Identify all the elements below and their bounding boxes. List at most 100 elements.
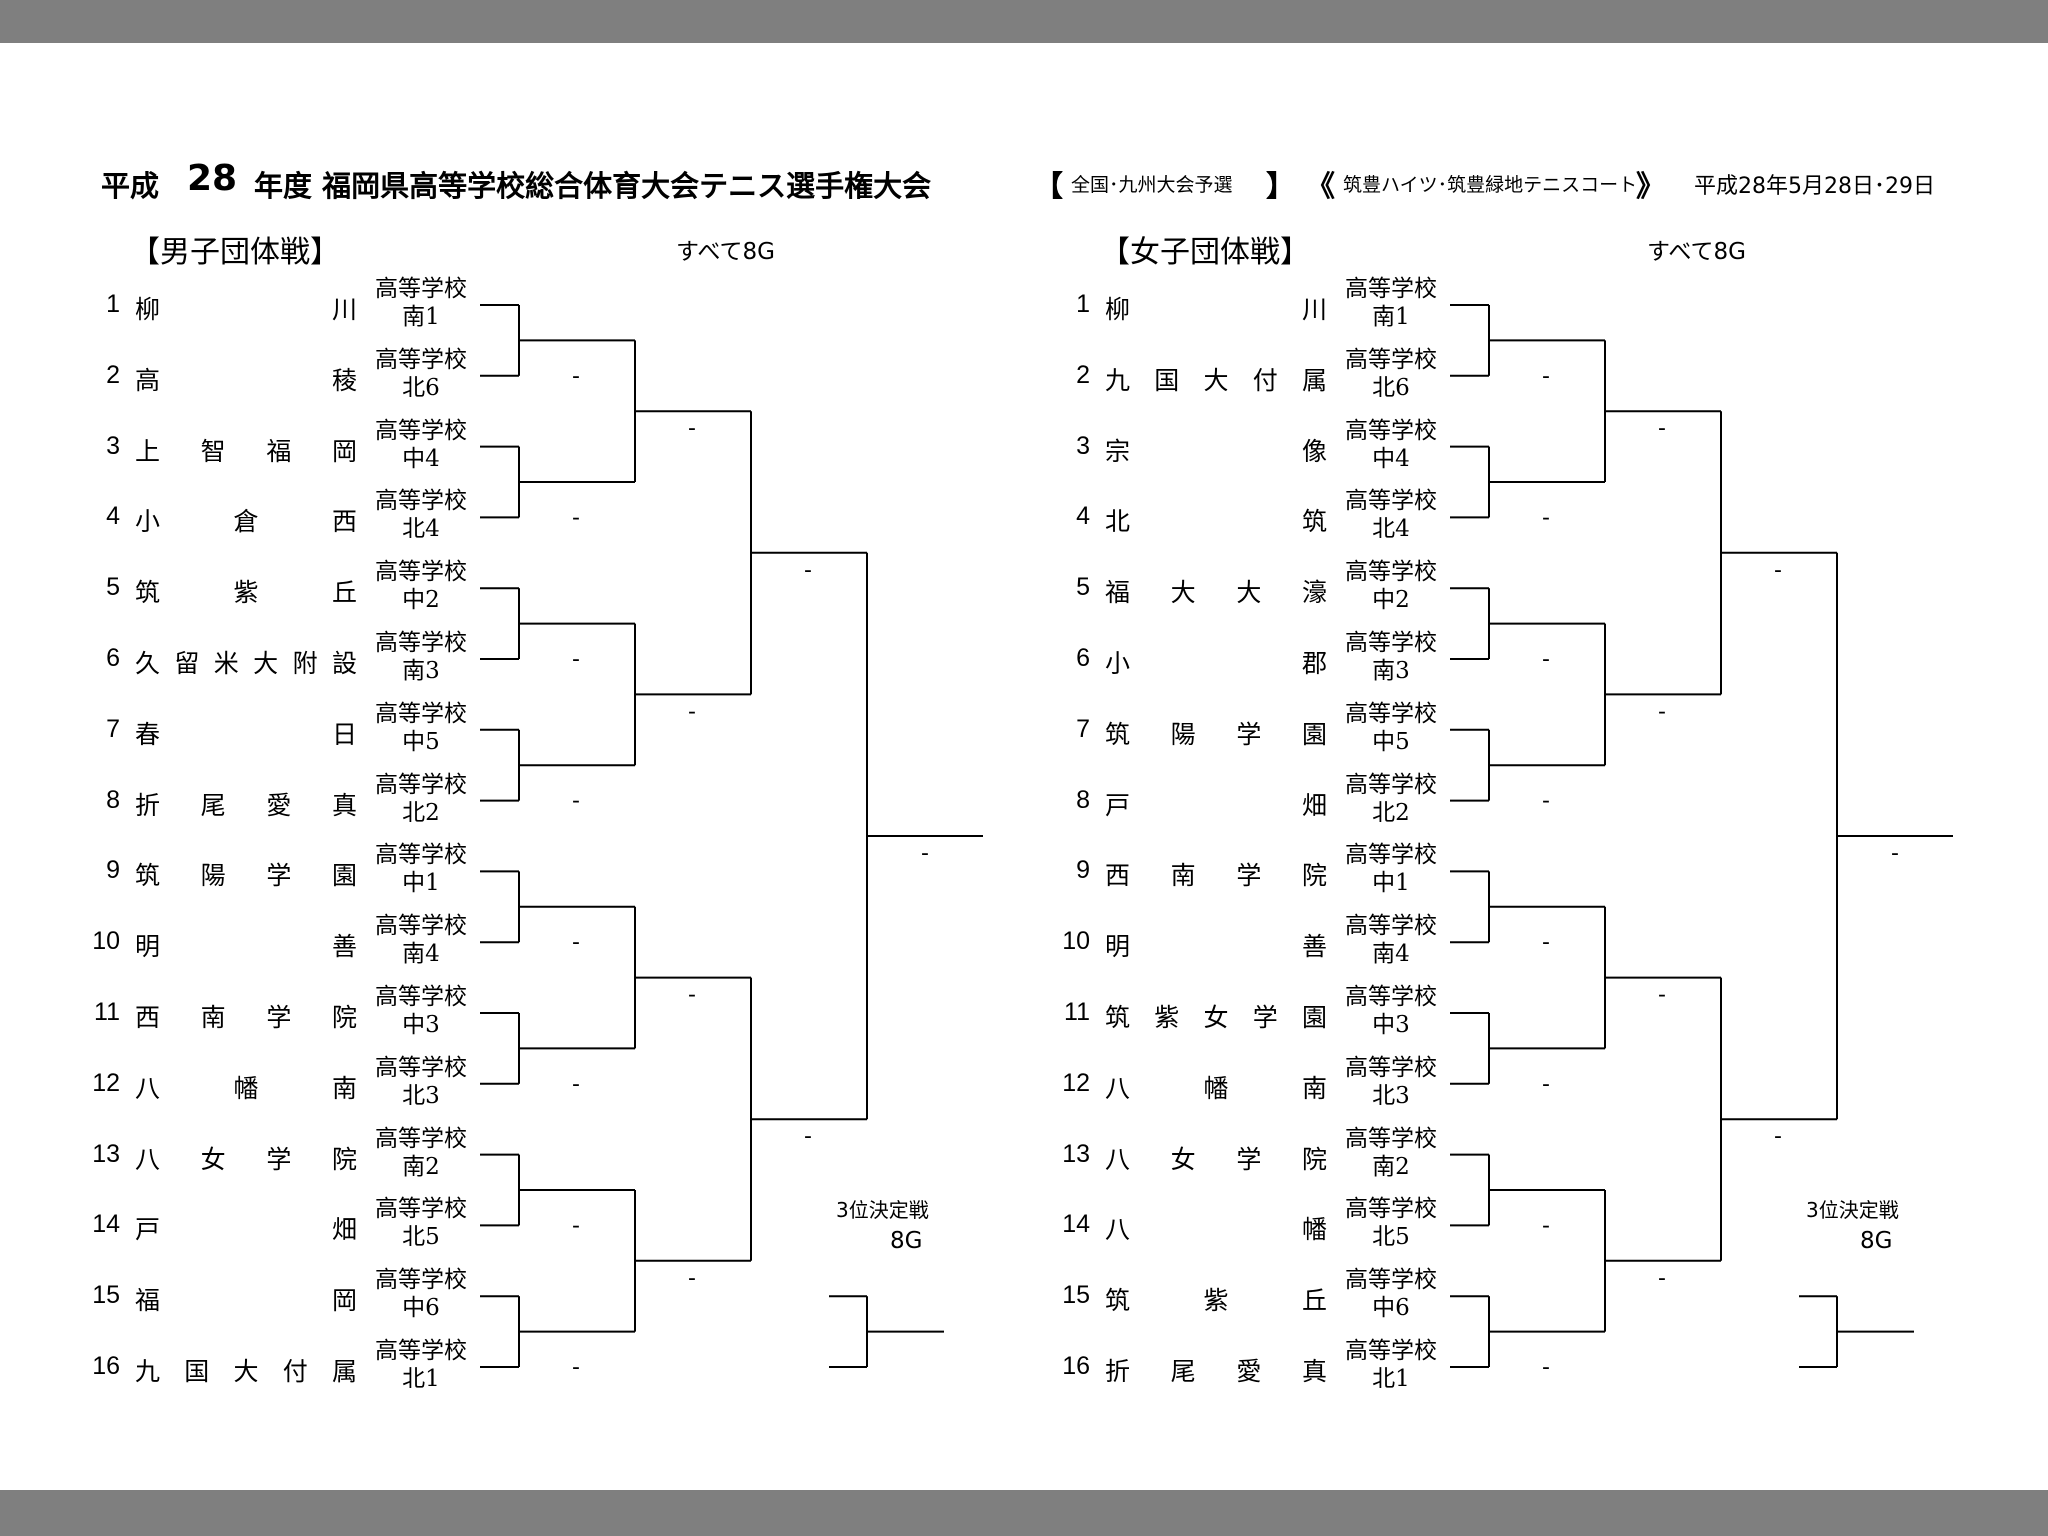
boys-score-r3: -	[804, 558, 812, 583]
school-region: 北6	[402, 374, 440, 401]
school-type: 高等学校	[375, 346, 467, 373]
girls-team-name: 九国大付属	[1105, 361, 1327, 397]
team-name-char: 福	[266, 436, 292, 466]
school-region: 中3	[402, 1012, 440, 1038]
team-name-char: 幡	[233, 1073, 259, 1103]
boys-team-school: 高等学校中2	[366, 558, 476, 614]
girls-team-number: 1	[1076, 290, 1090, 318]
girls-score-r1: -	[1542, 1072, 1550, 1097]
girls-team-name: 八女学院	[1105, 1140, 1327, 1176]
header-title: 年度 福岡県高等学校総合体育大会テニス選手権大会	[254, 169, 932, 203]
school-type: 高等学校	[1345, 913, 1437, 940]
team-name-char: 女	[1170, 1144, 1196, 1174]
boys-team-number: 4	[106, 502, 120, 531]
girls-team-school: 高等学校南2	[1336, 1125, 1446, 1181]
team-name-char: 女	[1203, 1003, 1229, 1032]
team-name-char: 学	[266, 1003, 292, 1032]
girls-team-school: 高等学校南1	[1336, 275, 1446, 331]
girls-team-name: 折尾愛真	[1105, 1352, 1327, 1388]
school-region: 南2	[1372, 1153, 1410, 1180]
team-name-char: 幡	[1301, 1215, 1327, 1245]
girls-team-number: 6	[1076, 644, 1090, 672]
boys-team-name: 九国大付属	[135, 1352, 357, 1388]
header-venue-close: 》	[1636, 169, 1666, 203]
header-qualifier: 全国･九州大会予選	[1071, 174, 1233, 196]
boys-team-number: 7	[106, 714, 120, 743]
school-region: 北5	[1372, 1224, 1410, 1251]
team-name-char: 稜	[331, 365, 357, 395]
team-name-char: 小	[1105, 649, 1131, 678]
boys-team-number: 2	[106, 360, 120, 389]
school-type: 高等学校	[1345, 488, 1437, 515]
boys-team-number: 11	[94, 998, 120, 1026]
team-name-char: 九	[135, 1357, 161, 1386]
boys-score-r2: -	[688, 699, 696, 724]
girls-team-number: 11	[1064, 998, 1090, 1026]
team-name-char: 八	[135, 1073, 161, 1103]
team-name-char: 像	[1301, 436, 1327, 466]
team-name-char: 幡	[1203, 1073, 1229, 1103]
boys-score-final: -	[921, 841, 929, 866]
boys-team-name: 春日	[135, 715, 357, 751]
team-name-char: 柳	[1105, 295, 1131, 324]
girls-team-number: 2	[1076, 360, 1090, 389]
header-bracket-close: 】	[1266, 169, 1296, 203]
boys-score-r1: -	[572, 505, 580, 530]
document-page	[0, 43, 2048, 1490]
team-name-char: 付	[282, 1357, 308, 1386]
team-name-char: 陽	[200, 861, 226, 891]
team-name-char: 院	[331, 1003, 357, 1032]
team-name-char: 智	[200, 436, 226, 466]
team-name-char: 紫	[1154, 1003, 1180, 1032]
team-name-char: 陽	[1170, 719, 1196, 749]
school-region: 中2	[402, 587, 440, 614]
team-name-char: 筑	[1105, 1286, 1131, 1316]
boys-score-r2: -	[688, 416, 696, 441]
team-name-char: 院	[331, 1144, 357, 1174]
boys-score-r1: -	[572, 1355, 580, 1380]
girls-team-school: 高等学校中6	[1336, 1266, 1446, 1322]
boys-team-school: 高等学校中3	[366, 983, 476, 1039]
girls-team-number: 5	[1076, 573, 1090, 602]
team-name-char: 愛	[266, 790, 292, 820]
girls-team-number: 7	[1076, 714, 1090, 743]
team-name-char: 付	[1252, 365, 1278, 395]
girls-team-school: 高等学校北5	[1336, 1195, 1446, 1251]
school-region: 北2	[402, 799, 440, 826]
team-name-char: 院	[1301, 861, 1327, 891]
girls-team-school: 高等学校中5	[1336, 700, 1446, 756]
team-name-char: 国	[184, 1357, 210, 1386]
school-type: 高等学校	[1345, 346, 1437, 373]
girls-score-r1: -	[1542, 1355, 1550, 1380]
boys-score-r1: -	[572, 1072, 580, 1097]
school-type: 高等学校	[375, 1196, 467, 1223]
team-name-char: 川	[331, 295, 357, 324]
team-name-char: 筑	[135, 578, 161, 608]
girls-score-r2: -	[1658, 983, 1666, 1008]
team-name-char: 留	[174, 649, 200, 678]
team-name-char: 福	[135, 1286, 161, 1316]
girls-score-r2: -	[1658, 416, 1666, 441]
team-name-char: 学	[266, 861, 292, 891]
boys-team-number: 15	[92, 1281, 120, 1310]
school-region: 北3	[402, 1082, 440, 1109]
school-region: 南1	[402, 304, 440, 330]
team-name-char: 小	[135, 507, 161, 537]
girls-score-r1: -	[1542, 364, 1550, 389]
team-name-char: 善	[331, 932, 357, 962]
team-name-char: 丘	[1301, 1286, 1327, 1316]
team-name-char: 南	[331, 1073, 357, 1103]
team-name-char: 属	[331, 1357, 357, 1386]
school-type: 高等学校	[1345, 1196, 1437, 1223]
girls-team-name: 小郡	[1105, 644, 1327, 680]
team-name-char: 八	[1105, 1144, 1131, 1174]
boys-team-name: 福岡	[135, 1281, 357, 1317]
boys-team-number: 8	[106, 785, 120, 814]
school-region: 中4	[1372, 445, 1410, 472]
school-type: 高等学校	[375, 771, 467, 798]
team-name-char: 北	[1105, 507, 1131, 537]
school-type: 高等学校	[1345, 1125, 1437, 1152]
boys-team-number: 9	[106, 856, 120, 885]
boys-team-name: 高稜	[135, 361, 357, 397]
header-venue: 筑豊ハイツ･筑豊緑地テニスコート	[1343, 174, 1638, 196]
